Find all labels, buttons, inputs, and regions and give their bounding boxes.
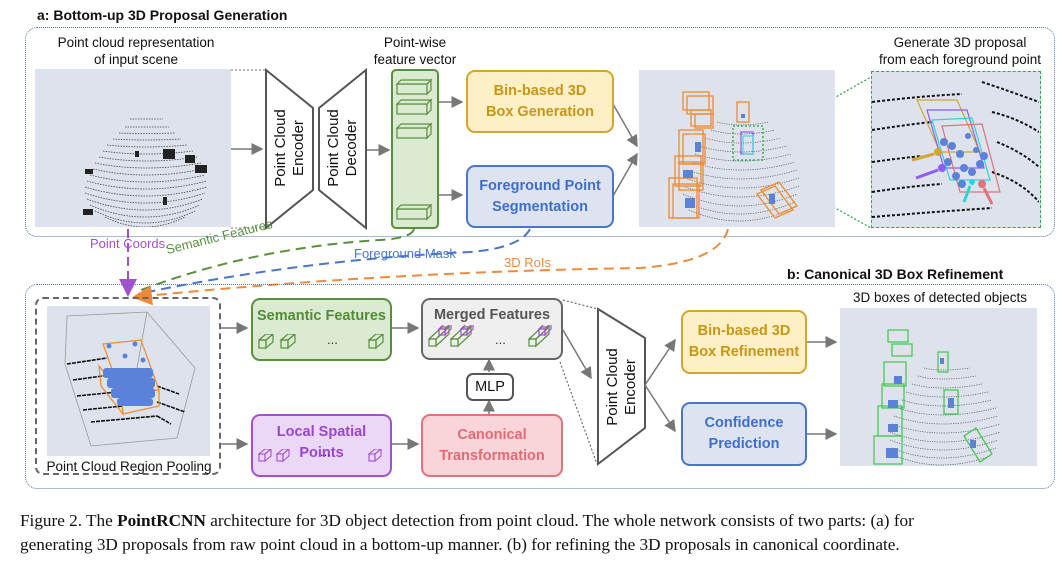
confidence-prediction-block: Confidence Prediction (681, 402, 807, 466)
caption-prefix: Figure 2. The (20, 511, 118, 530)
canonical-transformation-block: Canonical Transformation (421, 414, 563, 477)
region-pooling-image (47, 306, 210, 456)
spatial-cube (258, 449, 272, 463)
section-b-title: b: Canonical 3D Box Refinement (787, 266, 1004, 282)
proposal-label-line2: from each foreground point (878, 52, 1042, 67)
mlp-block: MLP (466, 373, 514, 401)
region-pooling-block (35, 297, 221, 475)
flow-label-point-coords: Point Coords. (90, 236, 169, 251)
caption-line-1: Figure 2. The PointRCNN architecture for… (20, 509, 1050, 533)
spatial-ellipsis: ... (320, 444, 331, 459)
region-pooling-label: Point Cloud Region Pooling (46, 459, 212, 474)
orange-proposal-boxes (668, 91, 799, 219)
flow-rois-line (132, 228, 729, 306)
arrow-box-to-proposals (612, 103, 638, 148)
feature-cube (367, 334, 384, 350)
caption-rest-line1: architecture for 3D object detection fro… (205, 511, 914, 530)
merged-cube (428, 325, 452, 348)
feature-vector-label: Point-wise feature vector (360, 34, 470, 68)
refinement-encoder-shape (597, 307, 646, 467)
detected-boxes-graphic (873, 329, 1001, 466)
merged-cubes (428, 325, 552, 348)
proposals-image (639, 70, 835, 227)
arrow-to-confidence (644, 384, 676, 433)
flow-label-rois: 3D RoIs (504, 255, 551, 270)
feature-cube (395, 203, 433, 221)
detected-objects-image (840, 308, 1037, 466)
feature-cubes (395, 78, 433, 221)
merged-features-label: Merged Features (433, 307, 551, 323)
merged-ellipsis: ... (495, 332, 506, 347)
feature-vector-label-line2: feature vector (373, 52, 457, 67)
spatial-cube (275, 449, 290, 463)
input-scene-label-line1: Point cloud representation (57, 35, 215, 50)
flow-label-foreground-mask: Foreground Mask (354, 246, 456, 261)
input-point-cloud-image (35, 69, 231, 228)
spatial-cubes (258, 449, 382, 463)
caption-line-2: generating 3D proposals from raw point c… (20, 535, 900, 554)
semantic-features-block: Semantic Features (251, 298, 392, 361)
region-pooling-graphic (64, 311, 196, 447)
feature-cube (279, 334, 296, 350)
point-cloud-encoder-shape (265, 67, 314, 231)
caption-model-name: PointRCNN (117, 511, 206, 530)
lidar-scan-graphic (83, 118, 208, 228)
feature-cube (395, 98, 433, 116)
arrow-merged-to-encoder (562, 329, 592, 380)
flow-semantic-features-line (135, 228, 415, 293)
box-generation-block: Bin-based 3D Box Generation (466, 70, 614, 133)
feature-cube (395, 122, 433, 140)
proposal-label: Generate 3D proposal from each foregroun… (862, 34, 1058, 68)
section-b-panel (25, 284, 1055, 489)
proposal-label-line1: Generate 3D proposal (893, 35, 1027, 50)
green-detection-boxes (873, 329, 993, 465)
merged-cube (449, 325, 474, 348)
feature-cube (395, 78, 433, 96)
merged-cube (527, 325, 552, 348)
zoomed-proposal-graphic (871, 81, 1040, 218)
feature-cube (258, 334, 274, 350)
foreground-segmentation-block: Foreground Point Segmentation (466, 165, 614, 228)
zoomed-proposal-image (871, 71, 1041, 228)
refinement-encoder-label: Point Cloud Encoder (604, 348, 639, 426)
arrow-to-box-refinement (644, 338, 676, 386)
figure-caption: Figure 2. The PointRCNN architecture for… (20, 509, 1050, 557)
local-spatial-points-label: Local Spatial Points (276, 424, 367, 461)
semantic-features-label: Semantic Features (257, 308, 386, 324)
output-label: 3D boxes of detected objects (852, 290, 1028, 305)
section-a-title: a: Bottom-up 3D Proposal Generation (37, 7, 288, 23)
semantic-ellipsis: ... (327, 332, 338, 347)
projection-line (562, 299, 599, 310)
spatial-cube (367, 449, 382, 463)
input-scene-label: Point cloud representation of input scen… (36, 34, 236, 68)
box-refinement-block: Bin-based 3D Box Refinement (681, 310, 807, 374)
local-spatial-points-block: Local Spatial Points (251, 414, 392, 477)
semantic-cubes (258, 334, 384, 350)
arrow-seg-to-proposals (612, 152, 638, 197)
flow-foreground-mask-line (137, 228, 531, 295)
point-cloud-decoder-shape (318, 67, 367, 231)
section-a-panel (25, 27, 1055, 237)
feature-vector-label-line1: Point-wise (383, 35, 447, 50)
proposal-boxes-graphic (668, 91, 800, 222)
input-scene-label-line2: of input scene (93, 52, 179, 67)
